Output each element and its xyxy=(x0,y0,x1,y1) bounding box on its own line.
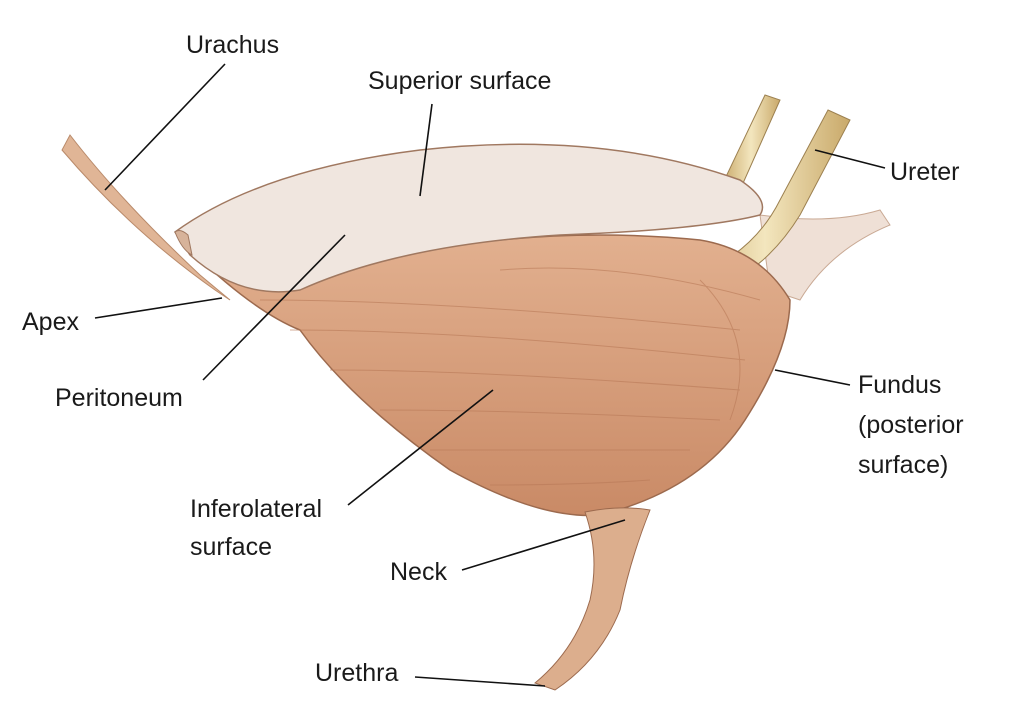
peritoneal-fold-right xyxy=(759,209,891,301)
label-urethra: Urethra xyxy=(315,659,399,687)
label-inferolateral-line1: Inferolateral xyxy=(190,495,323,523)
urethra xyxy=(533,507,651,691)
label-neck: Neck xyxy=(390,558,447,586)
label-superior-surface: Superior surface xyxy=(368,67,552,95)
label-fundus: Fundus (posterior surface) xyxy=(858,365,964,485)
label-fundus-line1: Fundus xyxy=(858,371,942,399)
urachus-band xyxy=(61,134,231,301)
leader-lines xyxy=(94,63,886,687)
peritoneum-sheet xyxy=(173,143,764,293)
label-inferolateral-surface: Inferolateral surface xyxy=(190,490,322,566)
label-apex: Apex xyxy=(22,308,79,336)
muscle-fibers xyxy=(259,267,761,486)
label-peritoneum: Peritoneum xyxy=(55,384,183,412)
ureter-back xyxy=(721,94,781,191)
label-ureter: Ureter xyxy=(890,158,960,186)
label-urachus: Urachus xyxy=(186,31,280,59)
label-inferolateral-line2: surface xyxy=(190,533,272,561)
label-fundus-line2: (posterior xyxy=(858,411,964,439)
label-fundus-line3: surface) xyxy=(858,451,949,479)
